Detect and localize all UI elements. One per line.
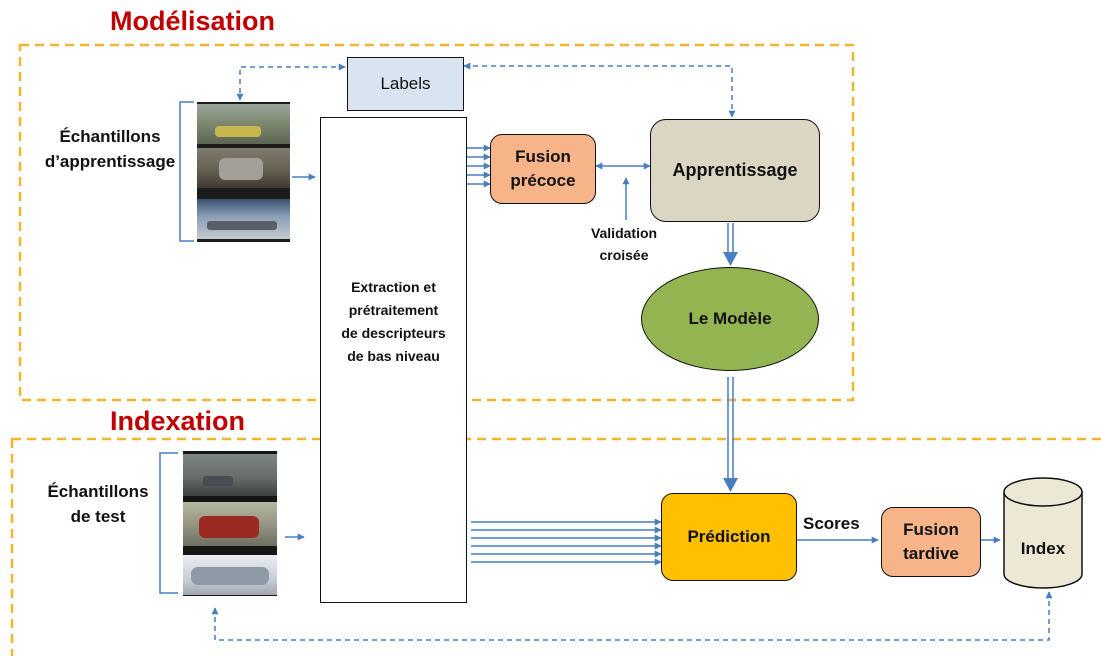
silver-car-shape	[219, 158, 263, 180]
early-fusion-line-1: Fusion	[515, 147, 571, 166]
test-samples-bracket	[159, 452, 178, 594]
training-samples-label: Échantillons d’apprentissage	[40, 124, 180, 174]
prediction-box-text: Prédiction	[687, 527, 771, 546]
early-fusion-text: Fusion précoce	[510, 145, 575, 193]
yellow-car-shape	[215, 126, 261, 137]
test-frame-3	[183, 555, 277, 595]
training-samples-line-1: Échantillons	[59, 127, 161, 146]
scores-label-text: Scores	[803, 514, 860, 533]
section-title-modelisation: Modélisation	[110, 6, 275, 36]
test-samples-line-1: Échantillons	[47, 482, 149, 501]
test-samples-line-2: de test	[70, 507, 126, 526]
training-samples-line-2: d’apprentissage	[44, 152, 176, 171]
late-fusion-text: Fusion tardive	[903, 518, 959, 566]
training-frame-1	[197, 104, 290, 144]
section-title-indexation-text: Indexation	[110, 406, 246, 436]
cross-validation-line-1: Validation	[590, 225, 658, 241]
extraction-line-1: Extraction et	[351, 279, 436, 295]
modelisation-border	[18, 43, 855, 402]
extraction-line-3: de descripteurs	[341, 325, 446, 341]
test-samples-image-strip	[183, 451, 277, 596]
prediction-box: Prédiction	[661, 493, 797, 581]
labels-box: Labels	[347, 57, 464, 111]
section-title-indexation: Indexation	[110, 406, 245, 436]
model-ellipse-text: Le Modèle	[688, 309, 772, 328]
test-frame-1	[183, 454, 277, 496]
labels-box-text: Labels	[380, 74, 431, 93]
cross-validation-label: Validation croisée	[568, 222, 680, 266]
section-title-modelisation-text: Modélisation	[110, 6, 276, 36]
scores-label: Scores	[803, 514, 860, 534]
index-cylinder	[1003, 477, 1083, 589]
training-samples-image-strip	[197, 102, 290, 242]
extraction-box: Extraction et prétraitement de descripte…	[320, 117, 467, 603]
early-fusion-line-2: précoce	[510, 171, 576, 190]
extraction-box-text: Extraction et prétraitement de descripte…	[341, 276, 445, 368]
cross-validation-line-2: croisée	[599, 247, 649, 263]
training-samples-bracket	[179, 101, 194, 242]
test-samples-label: Échantillons de test	[38, 479, 158, 529]
extraction-line-4: de bas niveau	[347, 348, 440, 364]
double-arrows	[723, 223, 738, 492]
training-frame-2	[197, 148, 290, 188]
model-ellipse: Le Modèle	[641, 267, 819, 371]
indexation-border	[10, 437, 1101, 656]
late-fusion-box: Fusion tardive	[881, 507, 981, 577]
late-fusion-line-1: Fusion	[903, 520, 959, 539]
index-label: Index	[1004, 539, 1082, 559]
red-car-shape	[199, 516, 259, 538]
extraction-line-2: prétraitement	[348, 302, 439, 318]
highway-shape	[207, 221, 277, 230]
early-fusion-box: Fusion précoce	[490, 134, 596, 204]
dark-car-shape	[203, 476, 233, 486]
late-fusion-line-2: tardive	[903, 544, 959, 563]
silver-wagon-shape	[191, 567, 269, 585]
training-frame-3	[197, 199, 290, 239]
index-label-text: Index	[1020, 539, 1066, 558]
test-frame-2	[183, 502, 277, 546]
learning-box: Apprentissage	[650, 119, 820, 222]
learning-box-text: Apprentissage	[672, 160, 798, 180]
label-feedback-lines	[211, 62, 1053, 641]
